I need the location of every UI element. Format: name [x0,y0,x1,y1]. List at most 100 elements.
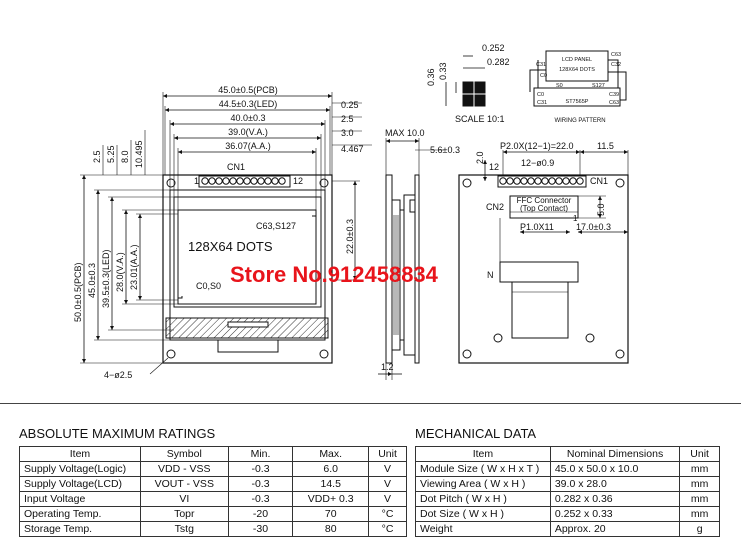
right-offset-1: 0.25 [341,100,359,110]
wiring-c0b: C0 [537,92,544,98]
table-cell: V [368,461,407,477]
column-header: Symbol [139,446,229,462]
table-cell: mm [679,461,720,477]
wiring-dots: 128X64 DOTS [559,67,595,73]
back-dim-5: 5.0 [596,203,606,216]
column-header: Item [415,446,551,462]
pin-last-label: 12 [293,176,303,186]
wiring-c32: C32 [611,62,621,68]
wiring-chip: ST7565P [566,99,589,105]
table-cell: Viewing Area ( W x H ) [415,476,551,492]
table-cell: V [368,491,407,507]
table-row: Supply Voltage(LCD) VOUT - VSS -0.3 14.5… [19,476,407,492]
table-cell: Module Size ( W x H x T ) [415,461,551,477]
back-right-dim: 11.5 [597,141,614,151]
width-40-label: 40.0±0.3 [231,113,266,123]
table-cell: -0.3 [227,461,294,477]
dot-252: 0.252 [482,43,505,53]
wiring-labels: LCD PANEL 128X64 DOTS C63 C31 C32 C0 S0 … [536,52,621,124]
aa-height-label: 23.01(A.A.) [129,244,139,290]
table-row: Supply Voltage(Logic) VDD - VSS -0.3 6.0… [19,461,407,477]
table-cell: mm [679,506,720,522]
table-cell: Approx. 20 [549,521,681,537]
wiring-c0: C0 [540,73,547,79]
table-cell: 45.0 x 50.0 x 10.0 [549,461,681,477]
left-offset-2: 5.25 [106,145,116,163]
back-pin-holes: 12−ø0.9 [521,158,554,168]
column-header: Min. [227,446,294,462]
dot-33: 0.33 [438,62,448,80]
pcb-height-label: 50.0±0.5(PCB) [73,263,83,322]
right-offset-2: 2.5 [341,114,354,124]
side-offset-label: 5.6±0.3 [430,145,460,155]
table-cell: Supply Voltage(LCD) [19,476,141,492]
ffc-pitch: P1.0X11 [520,222,554,232]
back-cn2: CN2 [486,202,504,212]
table-cell: Supply Voltage(Logic) [19,461,141,477]
back-dim-17: 17.0±0.3 [576,222,611,232]
wiring-panel: LCD PANEL [562,57,592,63]
table-row: Dot Size ( W x H ) 0.252 x 0.33 mm [415,506,720,522]
back-cn1: CN1 [590,176,608,186]
wiring-c63b: C63 [609,100,619,106]
wiring-s0: S0 [556,83,563,89]
left-offset-3: 8.0 [120,150,130,163]
table-cell: 0.282 x 0.36 [549,491,681,507]
dot-scale: SCALE 10:1 [455,114,505,124]
table-row: Dot Pitch ( W x H ) 0.282 x 0.36 mm [415,491,720,507]
table-cell: -30 [227,521,294,537]
hole-spec: 4−ø2.5 [104,370,132,380]
ffc-label-1: FFC Connector [517,196,572,205]
table-cell: Topr [139,506,229,522]
table-row: Module Size ( W x H x T ) 45.0 x 50.0 x … [415,461,720,477]
wiring-caption: WIRING PATTERN [554,118,605,124]
table-row: Viewing Area ( W x H ) 39.0 x 28.0 mm [415,476,720,492]
corner-top-right: C63,S127 [256,221,296,231]
front-view-labels: 45.0±0.5(PCB) 44.5±0.3(LED) 40.0±0.3 39.… [73,85,364,380]
column-header: Unit [368,446,407,462]
table-cell: 6.0 [292,461,370,477]
table-cell: -20 [227,506,294,522]
back-n-label: N [487,270,494,280]
side-view [378,138,444,380]
absolute-ratings-title: ABSOLUTE MAXIMUM RATINGS [19,426,216,441]
left-offset-4: 10.495 [134,140,144,168]
table-cell: °C [368,506,407,522]
table-header-row: Item Symbol Min. Max. Unit [19,446,407,462]
cn1-label: CN1 [227,162,245,172]
dot-detail-labels: 0.252 0.282 0.36 0.33 SCALE 10:1 [426,43,510,124]
table-cell: VDD - VSS [139,461,229,477]
led-height-label: 39.5±0.3(LED) [101,250,111,308]
wiring-pattern [529,50,627,107]
table-cell: g [679,521,720,537]
table-row: Input Voltage VI -0.3 VDD+ 0.3 V [19,491,407,507]
pin-first-label: 1 [194,176,199,186]
column-header: Item [19,446,141,462]
table-cell: Storage Temp. [19,521,141,537]
dot-36: 0.36 [426,68,436,86]
corner-bottom-left: C0,S0 [196,281,221,291]
wiring-c31b: C31 [537,100,547,106]
back-view-labels: P2.0X(12−1)=22.0 11.5 2.0 12 12−ø0.9 CN1… [475,141,614,280]
aa-width-label: 36.07(A.A.) [225,141,271,151]
wiring-c63: C63 [611,52,621,58]
table-header-row: Item Nominal Dimensions Unit [415,446,720,462]
table-row: Operating Temp. Topr -20 70 °C [19,506,407,522]
back-view [458,150,629,364]
back-pin-count: 12 [489,162,499,172]
table-cell: VOUT - VSS [139,476,229,492]
store-watermark: Store No.912458834 [230,262,439,287]
table-cell: Operating Temp. [19,506,141,522]
side-bottom-label: 1.2 [381,362,394,372]
table-cell: -0.3 [227,491,294,507]
panel-text: 128X64 DOTS [188,239,273,254]
max-thickness-label: MAX 10.0 [385,128,425,138]
height-45-label: 45.0±0.3 [87,263,97,298]
table-row: Storage Temp. Tstg -30 80 °C [19,521,407,537]
right-height-label: 22.0±0.3 [345,219,355,254]
absolute-ratings-table: Item Symbol Min. Max. Unit Supply Voltag… [19,446,407,537]
wiring-c39: C39 [609,92,619,98]
cn1-pins [198,175,291,188]
table-cell: mm [679,491,720,507]
side-view-labels: MAX 10.0 5.6±0.3 1.2 [381,128,460,372]
